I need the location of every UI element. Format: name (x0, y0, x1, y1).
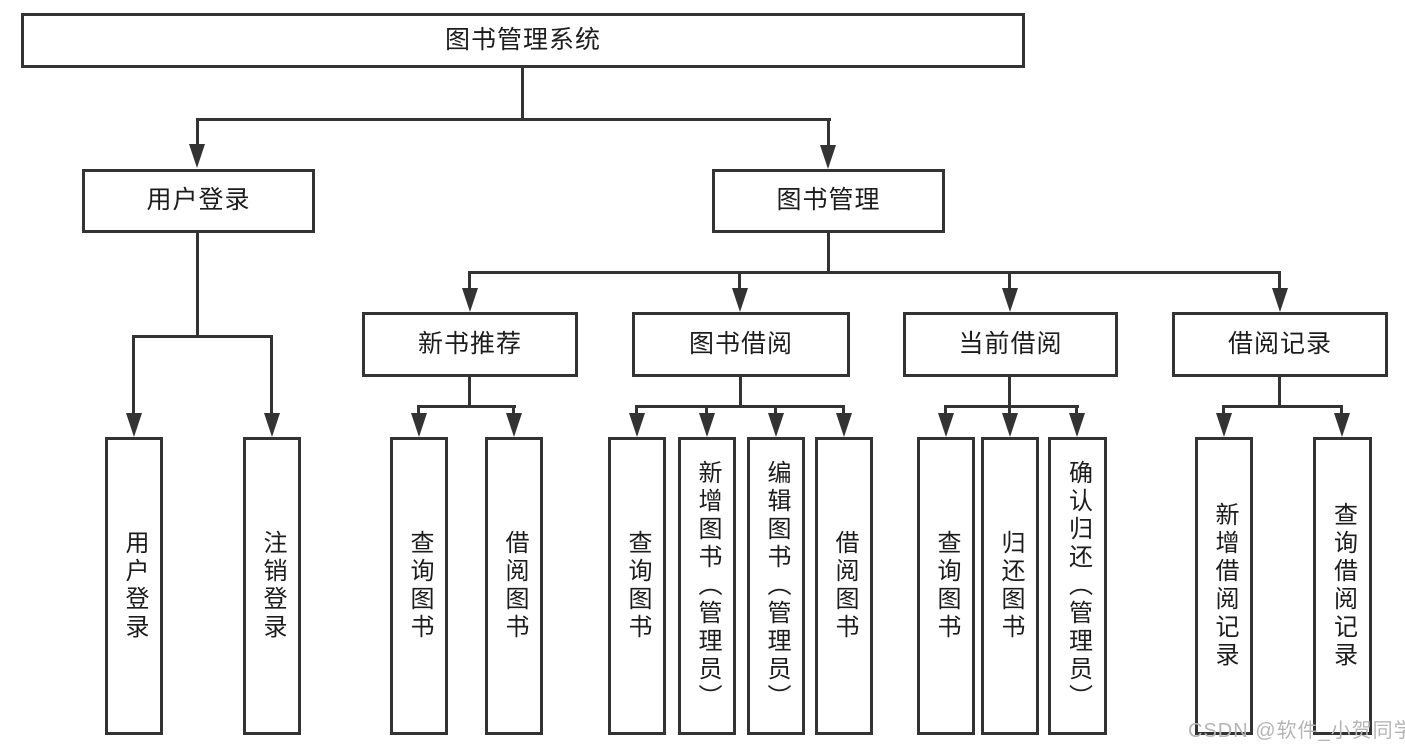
connector-stem (705, 405, 708, 417)
connector-book-management-rail (468, 271, 1281, 274)
arrow-down-icon (768, 413, 784, 437)
connector-root-rail (196, 118, 831, 121)
node-library-system-root: 图书管理系统 (21, 13, 1025, 68)
connector-stem-user-login (196, 118, 199, 146)
connector-stem-book-management (827, 118, 830, 147)
leaf-return-books: 归还图书 (981, 437, 1039, 735)
connector-stem (1008, 405, 1011, 417)
connector-stem-leaf-login (132, 335, 135, 415)
connector-stem (774, 405, 777, 417)
leaf-edit-books-admin: 编辑图书（管理员） (747, 437, 805, 735)
node-user-login: 用户登录 (82, 169, 315, 233)
connector-stem-borrow-records (1278, 271, 1281, 290)
connector-stem-new-book (468, 271, 471, 290)
arrow-down-icon (1334, 413, 1350, 437)
connector-stem-book-borrow (738, 271, 741, 290)
leaf-confirm-return-admin: 确认归还（管理员） (1048, 437, 1107, 735)
connector-borrow-records-rail (1222, 405, 1343, 408)
arrow-down-icon (1002, 288, 1018, 312)
node-book-borrow: 图书借阅 (632, 312, 850, 377)
connector-stem (1340, 405, 1343, 417)
leaf-query-books-borrow: 查询图书 (608, 437, 666, 735)
arrow-down-icon (732, 288, 748, 312)
arrow-down-icon (1002, 413, 1018, 437)
connector-current-borrow-trunk (1008, 377, 1011, 408)
arrow-down-icon (629, 413, 645, 437)
connector-book-borrow-trunk (739, 377, 742, 408)
connector-new-book-rail (417, 405, 516, 408)
arrow-down-icon (264, 413, 280, 437)
arrow-down-icon (820, 145, 836, 169)
arrow-down-icon (938, 413, 954, 437)
arrow-down-icon (506, 413, 522, 437)
arrow-down-icon (699, 413, 715, 437)
connector-stem (1222, 405, 1225, 417)
connector-stem-leaf-logout (270, 335, 273, 415)
arrow-down-icon (189, 144, 205, 168)
arrow-down-icon (462, 288, 478, 312)
leaf-query-books-recommend: 查询图书 (390, 437, 448, 735)
connector-user-login-rail (132, 335, 273, 338)
connector-current-borrow-rail (944, 405, 1079, 408)
leaf-borrow-books: 借阅图书 (815, 437, 873, 735)
arrow-down-icon (1069, 413, 1085, 437)
connector-stem (1075, 405, 1078, 417)
csdn-watermark: CSDN @软件_小贺同学 (1188, 720, 1405, 742)
leaf-user-login: 用户登录 (105, 437, 163, 735)
connector-book-borrow-rail (635, 405, 845, 408)
node-book-management: 图书管理 (712, 169, 945, 233)
leaf-borrow-books-recommend: 借阅图书 (485, 437, 543, 735)
leaf-query-books-current: 查询图书 (917, 437, 975, 735)
node-new-book-recommend: 新书推荐 (362, 312, 578, 377)
arrow-down-icon (126, 413, 142, 437)
leaf-query-borrow-record: 查询借阅记录 (1313, 437, 1372, 735)
node-current-borrow: 当前借阅 (903, 312, 1118, 377)
connector-stem-current-borrow (1008, 271, 1011, 290)
arrow-down-icon (1272, 288, 1288, 312)
connector-stem (512, 405, 515, 417)
connector-user-login-trunk (196, 233, 199, 337)
connector-borrow-records-trunk (1278, 377, 1281, 408)
connector-stem (417, 405, 420, 417)
arrow-down-icon (411, 413, 427, 437)
node-borrow-records: 借阅记录 (1172, 312, 1388, 377)
connector-stem (944, 405, 947, 417)
arrow-down-icon (1216, 413, 1232, 437)
connector-new-book-trunk (468, 377, 471, 408)
connector-book-management-trunk (827, 233, 830, 274)
connector-stem (635, 405, 638, 417)
leaf-add-borrow-record: 新增借阅记录 (1195, 437, 1253, 735)
leaf-add-books-admin: 新增图书（管理员） (678, 437, 736, 735)
arrow-down-icon (836, 413, 852, 437)
leaf-logout: 注销登录 (243, 437, 301, 735)
connector-root-trunk (521, 68, 524, 120)
connector-stem (842, 405, 845, 417)
